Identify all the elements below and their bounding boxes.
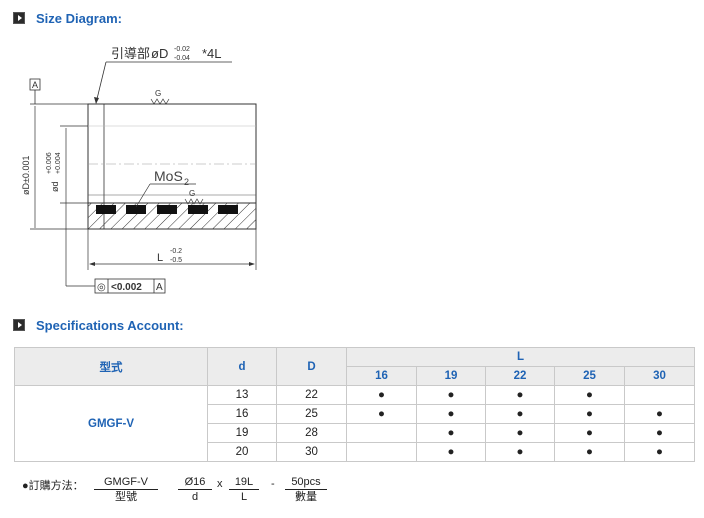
mos2-leader — [135, 183, 151, 208]
order-model-caption: 型號 — [115, 491, 137, 503]
datum-label: A — [32, 80, 38, 90]
guide-leader-arrow — [94, 97, 99, 104]
concentricity-symbol: ◎ — [97, 282, 106, 293]
order-d-caption: d — [191, 491, 199, 503]
solid-lubricant-plug — [218, 205, 238, 214]
order-label: ●訂購方法： — [22, 480, 84, 492]
length-label: L — [157, 252, 163, 264]
order-separator-x: x — [217, 478, 223, 490]
solid-lubricant-plug — [126, 205, 146, 214]
length-arrow-left — [89, 262, 95, 266]
availability-cell: ● — [554, 423, 625, 443]
solid-lubricant-plug — [96, 205, 116, 214]
availability-cell: ● — [623, 423, 696, 443]
order-separator-dash: - — [271, 478, 275, 490]
header-L-value: 25 — [554, 366, 625, 386]
inner-tol-upper: +0.006 — [46, 152, 53, 174]
length-tol-upper: -0.2 — [170, 248, 182, 255]
d-cell: 20 — [207, 442, 277, 462]
availability-cell: ● — [346, 404, 417, 424]
guide-suffix: *4L — [202, 46, 222, 61]
availability-cell: ● — [554, 385, 625, 405]
guide-leader — [95, 61, 107, 104]
order-qty-value: 50pcs — [285, 475, 327, 490]
size-diagram-title: Size Diagram: — [36, 10, 122, 26]
model-cell: GMGF-V — [14, 385, 208, 462]
header-L-value: 30 — [623, 366, 696, 386]
surface-g-top: G — [155, 89, 161, 98]
availability-cell — [346, 423, 417, 443]
order-qty: 50pcs 數量 — [285, 475, 327, 504]
table-row: 16 25 ● ● ● ● ● — [15, 404, 696, 424]
concentricity-datum: A — [156, 282, 163, 293]
availability-cell: ● — [485, 423, 555, 443]
d-cell: 13 — [207, 385, 277, 405]
guide-tol-lower: -0.04 — [174, 55, 190, 62]
availability-cell: ● — [346, 385, 417, 405]
length-tol-lower: -0.5 — [170, 257, 182, 264]
order-L-caption: L — [240, 491, 248, 503]
length-arrow-right — [249, 262, 255, 266]
order-d: Ø16 d — [178, 475, 212, 504]
D-cell: 30 — [276, 442, 347, 462]
header-L: L — [345, 347, 696, 367]
availability-cell: ● — [416, 423, 486, 443]
size-diagram: 引導部 øD -0.02 -0.04 *4L A øD±0.001 ød +0.… — [21, 46, 257, 294]
D-cell: 25 — [276, 404, 347, 424]
availability-cell: ● — [623, 442, 696, 462]
D-cell: 22 — [276, 385, 347, 405]
d-cell: 16 — [207, 404, 277, 424]
inner-dim-label: ød — [50, 181, 60, 192]
order-qty-caption: 數量 — [295, 491, 317, 503]
availability-cell: ● — [485, 385, 555, 405]
table-row: GMGF-V 13 22 ● ● ● ● — [14, 385, 696, 462]
availability-cell: ● — [554, 442, 625, 462]
size-diagram-header: Size Diagram: — [13, 10, 122, 26]
header-D: D — [276, 347, 347, 386]
spec-table: 型式 d D L 16 19 22 25 30 GMGF-V 13 22 ● ●… — [14, 347, 696, 462]
spec-header: Specifications Account: — [13, 317, 184, 333]
availability-cell: ● — [485, 442, 555, 462]
availability-cell: ● — [416, 385, 486, 405]
mos2-subscript: 2 — [184, 177, 189, 187]
concentricity-frame — [94, 278, 166, 294]
solid-lubricant-plug — [188, 205, 208, 214]
concentricity-value: <0.002 — [111, 282, 142, 293]
table-row: 20 30 ● ● ● ● — [15, 442, 696, 462]
guide-phi-d: øD — [151, 46, 168, 61]
finish-triangles-top — [150, 98, 170, 105]
spec-title: Specifications Account: — [36, 317, 184, 333]
header-model: 型式 — [14, 347, 208, 386]
availability-cell: ● — [554, 404, 625, 424]
header-L-value: 22 — [485, 366, 555, 386]
order-model: GMGF-V 型號 — [94, 475, 158, 504]
availability-cell: ● — [623, 404, 696, 424]
availability-cell: ● — [485, 404, 555, 424]
surface-g-mid: G — [189, 189, 195, 198]
order-L: 19L L — [229, 475, 259, 504]
availability-cell — [346, 442, 417, 462]
order-model-value: GMGF-V — [94, 475, 158, 490]
guide-label: 引導部 — [111, 46, 150, 61]
header-L-value: 16 — [346, 366, 417, 386]
order-L-value: 19L — [229, 475, 259, 490]
order-d-value: Ø16 — [178, 475, 212, 490]
guide-tol-upper: -0.02 — [174, 46, 190, 53]
table-row: 19 28 ● ● ● ● — [15, 423, 696, 443]
arrow-bullet-icon — [13, 12, 25, 24]
mos2-label: MoS — [154, 168, 183, 184]
header-d: d — [207, 347, 277, 386]
availability-cell: ● — [416, 404, 486, 424]
inner-tol-lower: +0.004 — [55, 152, 62, 174]
outer-dim-label: øD±0.001 — [21, 156, 31, 195]
finish-triangles-mid — [184, 198, 204, 205]
arrow-bullet-icon — [13, 319, 25, 331]
d-cell: 19 — [207, 423, 277, 443]
solid-lubricant-plug — [157, 205, 177, 214]
header-L-value: 19 — [416, 366, 486, 386]
availability-cell — [623, 385, 696, 405]
availability-cell: ● — [416, 442, 486, 462]
D-cell: 28 — [276, 423, 347, 443]
